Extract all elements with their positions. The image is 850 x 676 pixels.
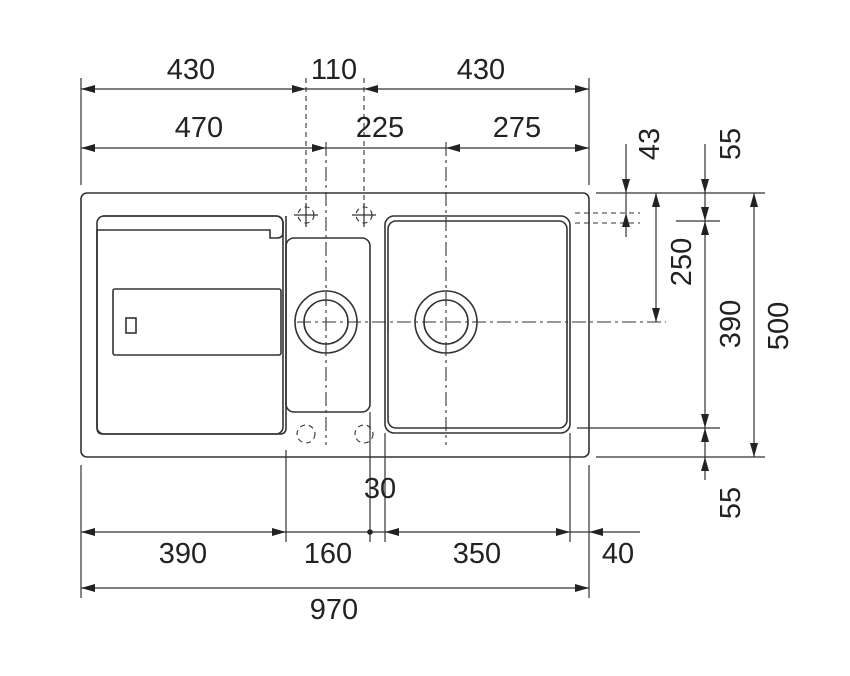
dim-43: 43 [634,128,666,160]
dimension-lines [81,85,758,592]
dim-390-bottom: 390 [159,538,207,570]
drainer-notch [125,317,137,334]
sink-outline [80,192,590,458]
dimension-labels: 430 110 430 470 225 275 43 55 250 390 50… [159,54,795,626]
tap-hole-bottom-right [354,424,374,444]
dim-350: 350 [453,538,501,570]
dim-55-bottom: 55 [715,487,747,519]
dim-30: 30 [364,473,396,505]
dim-top-430-left: 430 [167,54,215,86]
small-bowl [285,237,371,413]
dim-390-vertical: 390 [715,300,747,348]
dim-970: 970 [310,594,358,626]
dim-top-110: 110 [311,54,357,86]
dim-275: 275 [493,112,541,144]
dim-470: 470 [175,112,223,144]
reference-lines [297,78,666,445]
dim-40: 40 [602,538,634,570]
dim-225: 225 [356,112,404,144]
dim-500: 500 [763,302,795,350]
dim-top-430-right: 430 [457,54,505,86]
dim-55-top: 55 [715,128,747,160]
large-bowl [384,215,571,434]
dim-160: 160 [304,538,352,570]
drainer-slot [112,288,282,356]
drainer-area [96,215,284,435]
tap-hole-bottom-left [296,424,316,444]
dim-250: 250 [666,238,698,286]
